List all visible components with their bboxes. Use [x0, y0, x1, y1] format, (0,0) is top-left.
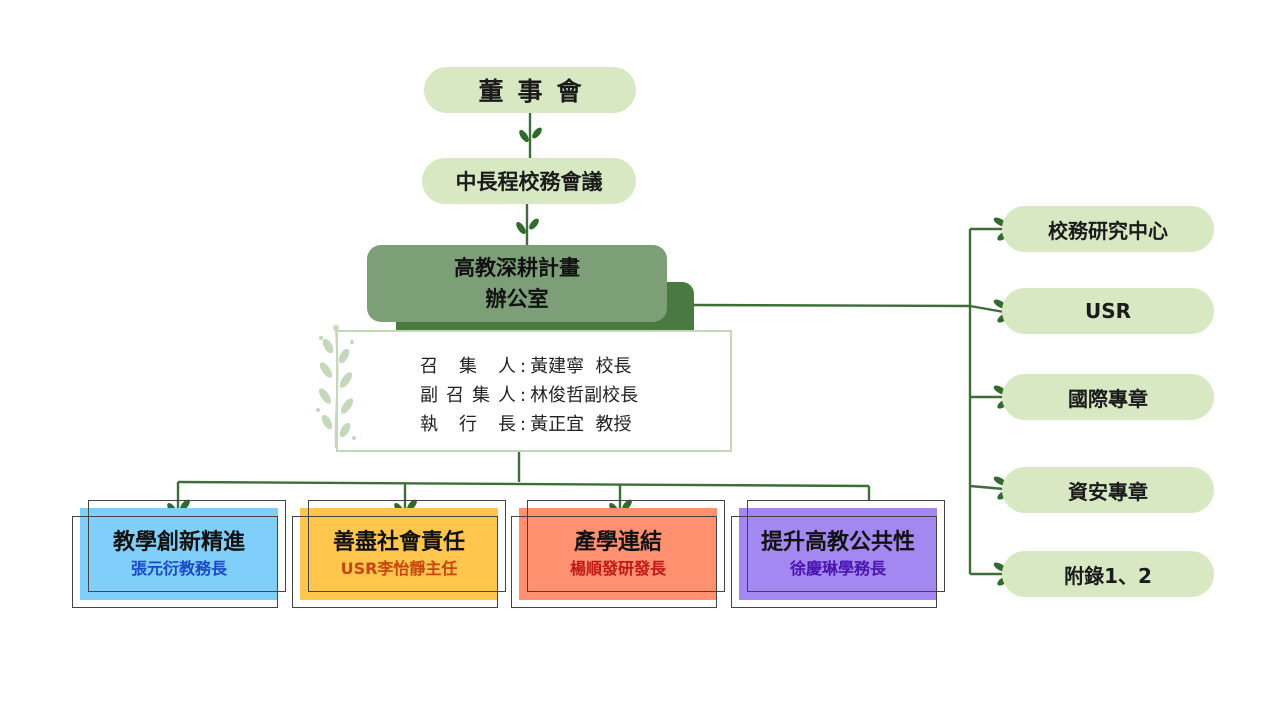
board-label: 董事會 — [478, 77, 596, 106]
pillar-fill: 產學連結 楊順發研發長 — [519, 508, 717, 600]
leadership-colon: : — [520, 356, 527, 377]
pillar-outline — [511, 516, 717, 608]
leadership-list: 召集人:黃建寧 校長 副召集人:林俊哲副校長 執行長:黃正宜 教授 — [420, 352, 638, 439]
side-unit-label: 國際專章 — [1068, 386, 1148, 411]
pillar-industry-linkage: 產學連結 楊順發研發長 — [511, 500, 725, 608]
leadership-row-executive: 執行長:黃正宜 教授 — [420, 410, 638, 439]
leadership-colon: : — [520, 385, 527, 406]
council-label: 中長程校務會議 — [455, 170, 603, 194]
pillar-fill: 善盡社會責任 USR李怡靜主任 — [300, 508, 498, 600]
board-node: 董事會 — [424, 67, 636, 113]
pillar-leader: 張元衍教務長 — [130, 559, 227, 578]
side-unit-label: 校務研究中心 — [1048, 218, 1168, 243]
pillar-title: 提升高教公共性 — [760, 530, 915, 555]
leadership-role: 執行長 — [420, 414, 516, 435]
office-line1: 高教深耕計畫 — [454, 255, 580, 280]
pillar-leader: 楊順發研發長 — [569, 559, 666, 578]
side-unit-label: 附錄1、2 — [1064, 563, 1152, 588]
pillar-fill: 教學創新精進 張元衍教務長 — [80, 508, 278, 600]
pillar-outline — [747, 500, 945, 592]
pillar-outline — [88, 500, 286, 592]
leadership-name: 黃正宜 教授 — [530, 414, 632, 435]
pillar-fill: 提升高教公共性 徐慶琳學務長 — [739, 508, 937, 600]
pillar-social-responsibility: 善盡社會責任 USR李怡靜主任 — [292, 500, 506, 608]
leadership-role: 召集人 — [420, 356, 516, 377]
leadership-name: 林俊哲副校長 — [530, 385, 639, 406]
pillar-leader: 徐慶琳學務長 — [789, 559, 886, 578]
side-unit-international: 國際專章 — [1002, 374, 1214, 420]
side-unit-label: 資安專章 — [1068, 479, 1148, 504]
side-unit-label: USR — [1084, 299, 1132, 323]
pillar-title: 善盡社會責任 — [332, 530, 465, 555]
leadership-row-convener: 召集人:黃建寧 校長 — [420, 352, 638, 381]
side-unit-security: 資安專章 — [1002, 467, 1214, 513]
pillar-outline — [292, 516, 498, 608]
pillar-public-higher-education: 提升高教公共性 徐慶琳學務長 — [731, 500, 945, 608]
office-node: 高教深耕計畫 辦公室 — [367, 245, 667, 322]
office-line2: 辦公室 — [485, 286, 549, 311]
side-unit-institutional-research: 校務研究中心 — [1002, 206, 1214, 252]
side-unit-usr: USR — [1002, 288, 1214, 334]
pillar-leader: USR李怡靜主任 — [340, 559, 458, 578]
pillar-teaching-innovation: 教學創新精進 張元衍教務長 — [72, 500, 286, 608]
leadership-row-deputy: 副召集人:林俊哲副校長 — [420, 381, 638, 410]
side-unit-appendix: 附錄1、2 — [1002, 551, 1214, 597]
pillar-outline — [527, 500, 725, 592]
leadership-role: 副召集人 — [420, 385, 516, 406]
pillar-outline — [731, 516, 937, 608]
pillar-outline — [72, 516, 278, 608]
leadership-name: 黃建寧 校長 — [530, 356, 632, 377]
leadership-colon: : — [520, 414, 527, 435]
pillar-title: 產學連結 — [573, 530, 662, 555]
sprig-decoration-icon — [316, 325, 356, 449]
leadership-box — [336, 330, 732, 452]
council-node: 中長程校務會議 — [422, 158, 636, 204]
pillar-title: 教學創新精進 — [112, 530, 245, 555]
pillar-outline — [308, 500, 506, 592]
